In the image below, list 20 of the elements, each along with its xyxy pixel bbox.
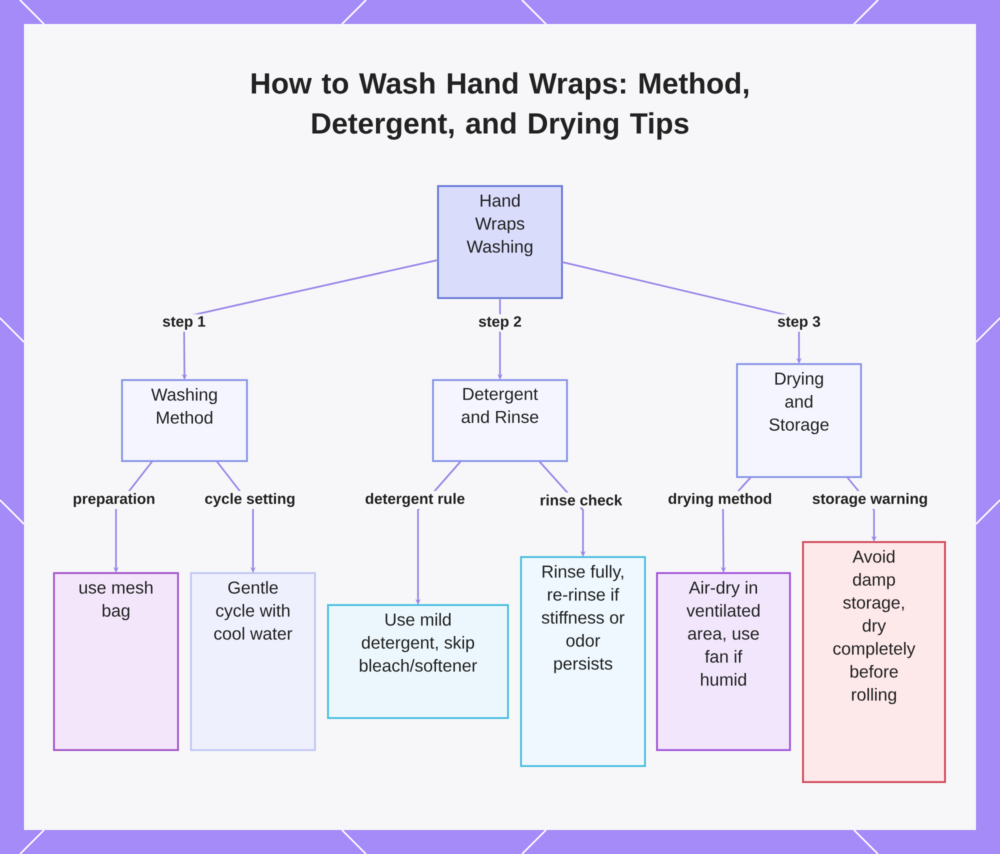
edge-label: detergent rule <box>363 490 468 510</box>
title: How to Wash Hand Wraps: Method, Detergent, and Drying Tips <box>252 72 748 140</box>
category-box: Drying and Storage <box>736 363 862 478</box>
edge-label: cycle setting <box>202 490 298 510</box>
edge-label: step 1 <box>160 314 208 332</box>
tip-box: Rinse fully, re-rinse if stiffness or odor persists <box>520 556 646 767</box>
edge-label: preparation <box>70 491 158 509</box>
edge-label: storage warning <box>810 490 930 510</box>
tip-box: Use mild detergent, skip bleach/softener <box>327 604 509 719</box>
tip-box: Avoid damp storage, dry completely before rolling <box>802 541 946 783</box>
tip-box: use mesh bag <box>53 572 179 751</box>
category-box: Detergent and Rinse <box>432 379 568 462</box>
edge-label: step 2 <box>476 314 524 332</box>
tip-box: Air-dry in ventilated area, use fan if humid <box>656 572 791 751</box>
edge-label: step 3 <box>775 314 823 332</box>
category-box: Washing Method <box>121 379 248 462</box>
edge-label: rinse check <box>538 492 624 508</box>
root-box: Hand Wraps Washing <box>437 185 563 299</box>
tip-box: Gentle cycle with cool water <box>190 572 316 751</box>
edge-label: drying method <box>666 490 774 510</box>
